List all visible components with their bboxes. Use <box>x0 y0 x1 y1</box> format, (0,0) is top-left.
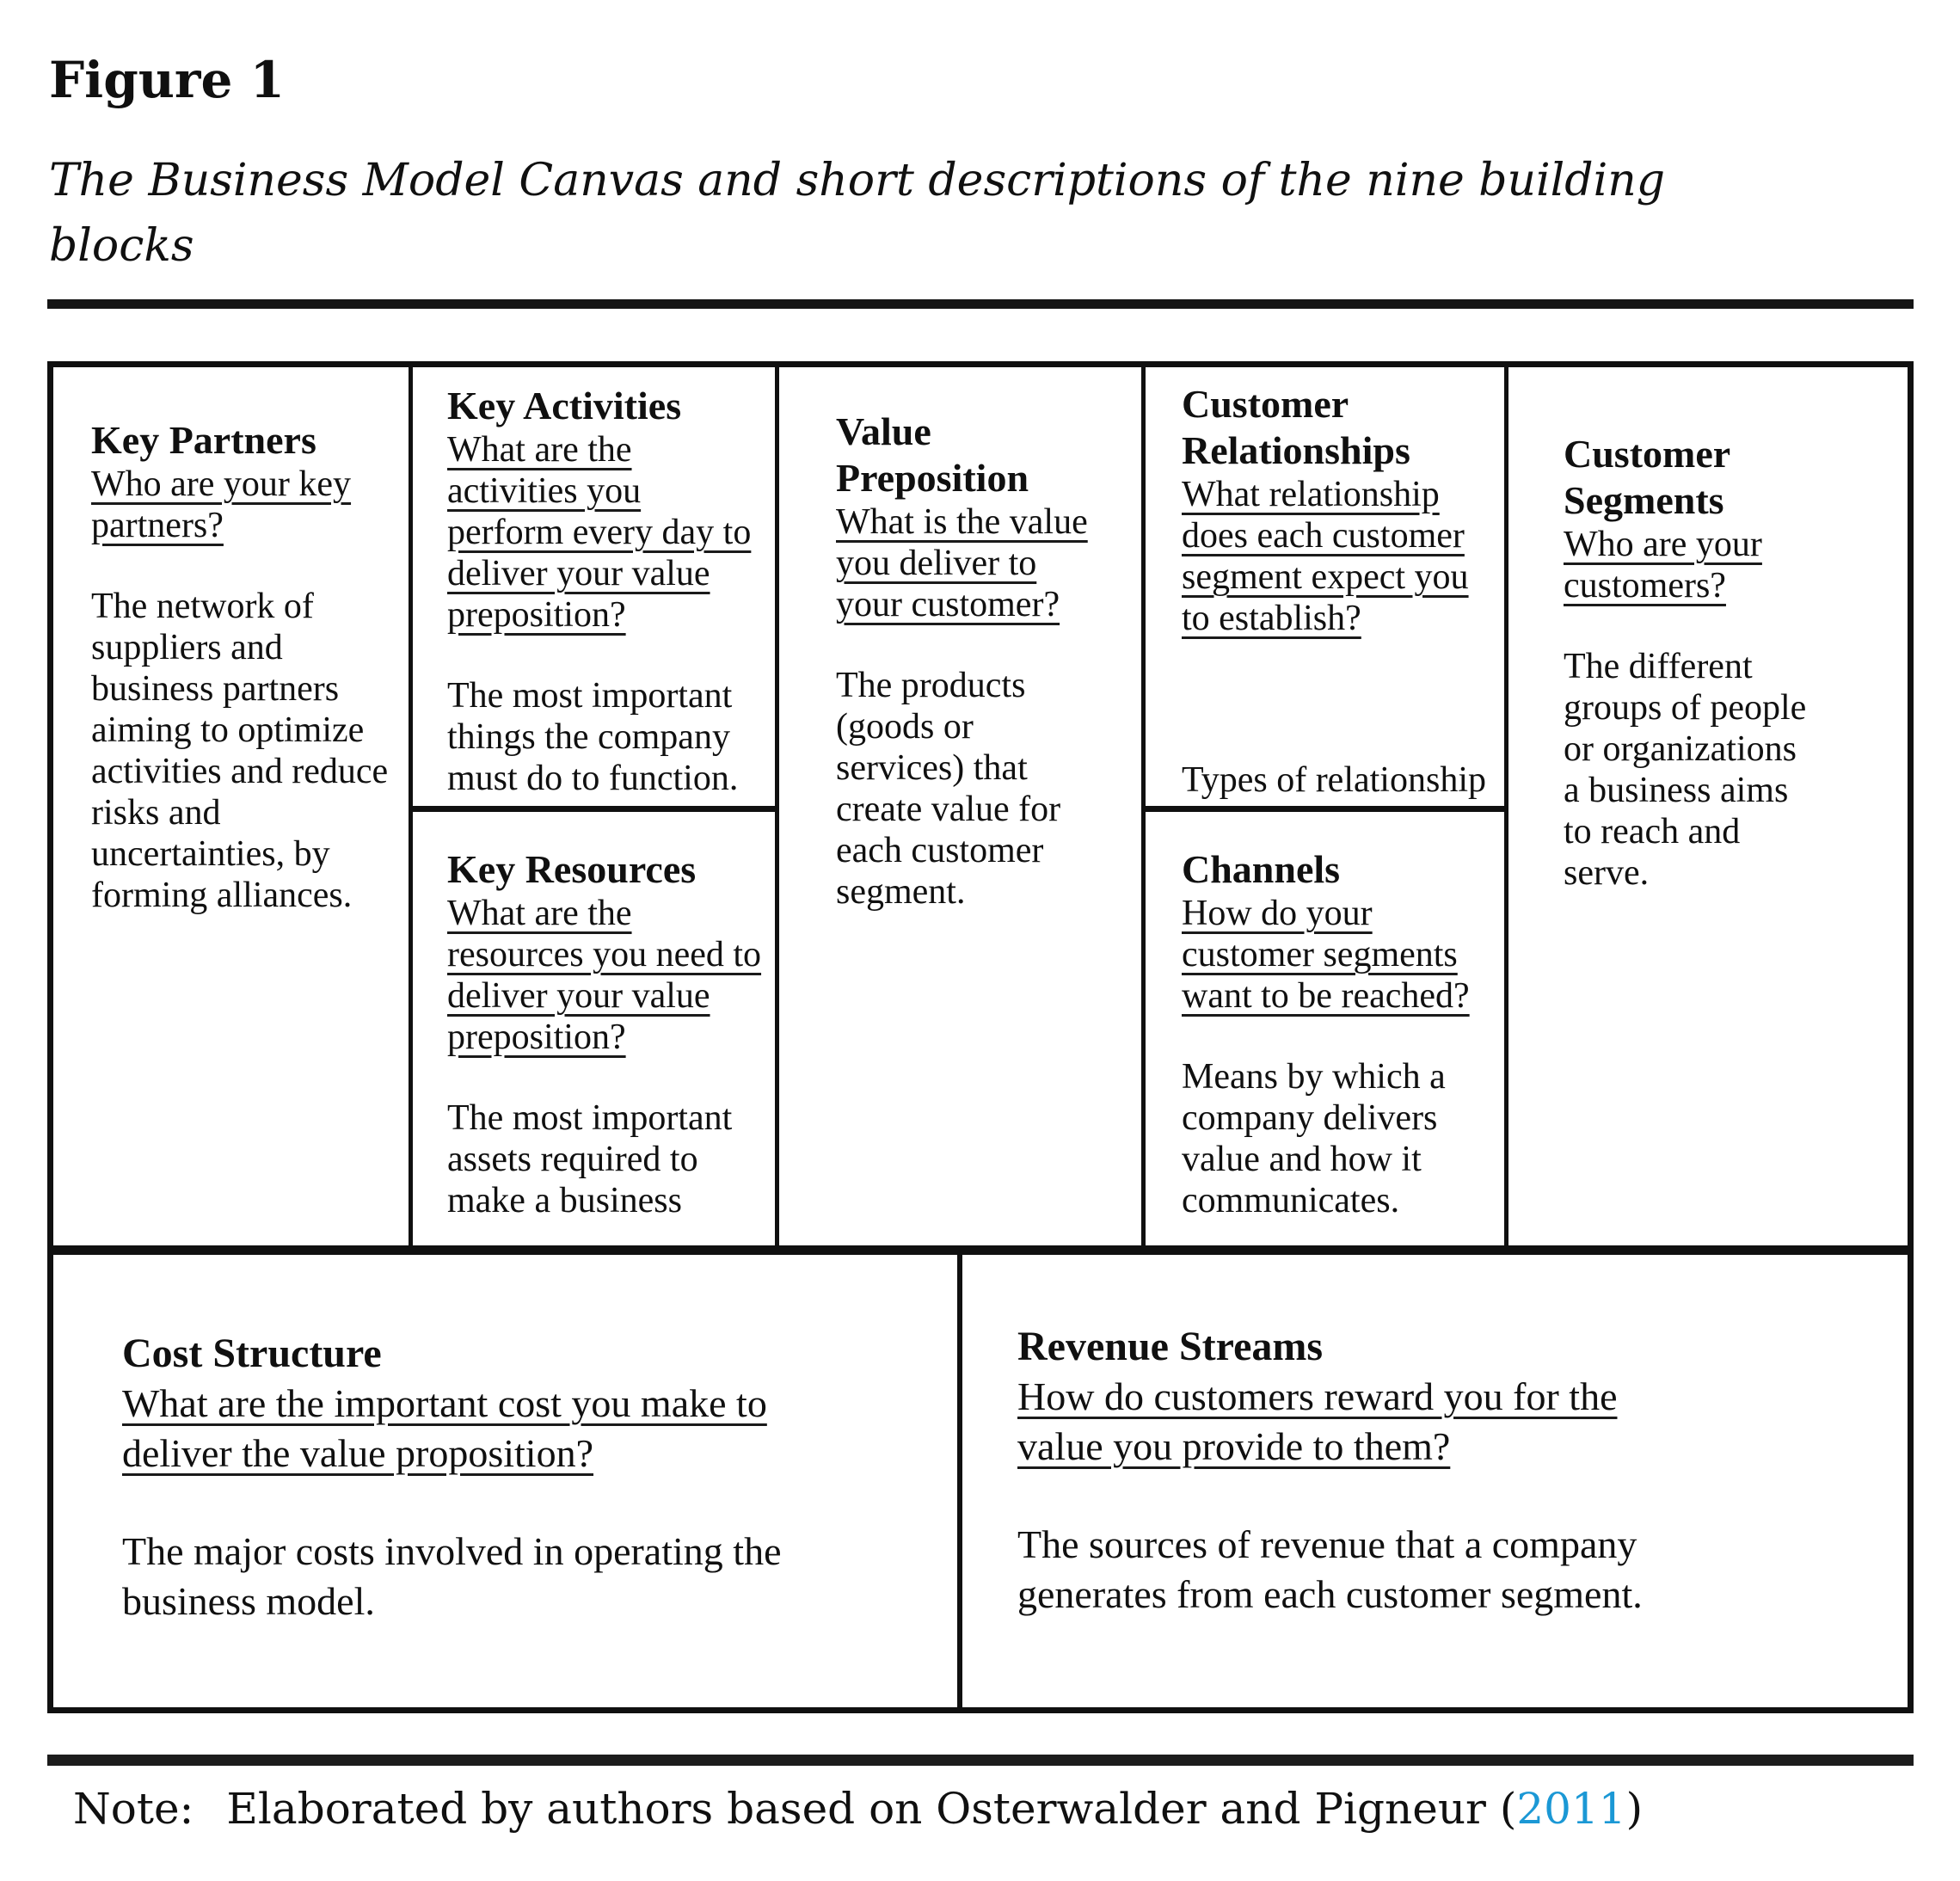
revenue-streams-title: Revenue Streams <box>1017 1324 1324 1369</box>
cost-structure-question: What are the important cost you make to … <box>122 1381 767 1475</box>
cell-revenue-streams: Revenue Streams How do customers reward … <box>968 1255 1908 1707</box>
cost-structure-description: The major costs involved in operating th… <box>122 1529 782 1623</box>
revenue-streams-description: The sources of revenue that a company ge… <box>1017 1522 1643 1616</box>
cell-key-partners: Key Partners Who are your key partners? … <box>53 367 413 1245</box>
citation-year-link[interactable]: 2011 <box>1516 1784 1626 1834</box>
customer-relationships-footer: Types of relationship <box>1182 760 1486 800</box>
key-activities-question: What are the activities you perform ever… <box>447 430 752 635</box>
key-resources-title: Key Resources <box>447 847 697 891</box>
customer-segments-title: Customer Segments <box>1564 432 1731 522</box>
key-activities-description: The most important things the company mu… <box>447 676 739 798</box>
caption-divider-rule <box>47 299 1914 309</box>
key-partners-description: The network of suppliers and business pa… <box>91 587 389 915</box>
note-text: Elaborated by authors based on Osterwald… <box>226 1784 1517 1834</box>
figure-caption: The Business Model Canvas and short desc… <box>49 155 1665 272</box>
customer-relationships-question: What relationship does each customer seg… <box>1182 475 1469 638</box>
key-activities-title: Key Activities <box>447 384 682 427</box>
value-preposition-question: What is the value you deliver to your cu… <box>836 502 1088 624</box>
canvas-section-divider <box>53 1245 1908 1255</box>
customer-relationships-title: Customer Relationships <box>1182 382 1410 472</box>
channels-question: How do your customer segments want to be… <box>1182 894 1470 1016</box>
figure-label: Figure 1 <box>49 51 285 109</box>
business-model-canvas-table: Key Partners Who are your key partners? … <box>47 361 1914 1713</box>
key-partners-title: Key Partners <box>91 418 316 462</box>
customer-segments-description: The different groups of people or organi… <box>1564 647 1807 893</box>
cost-structure-title: Cost Structure <box>122 1331 382 1376</box>
figure-note: Note: Elaborated by authors based on Oste… <box>73 1782 1643 1835</box>
revenue-streams-question: How do customers reward you for the valu… <box>1017 1374 1618 1468</box>
cell-customer-segments: Customer Segments Who are your customers… <box>1508 367 1908 1245</box>
note-label: Note: <box>73 1784 194 1834</box>
cell-key-resources: Key Resources What are the resources you… <box>413 812 779 1245</box>
cell-key-activities: Key Activities What are the activities y… <box>413 367 779 812</box>
value-preposition-title: Value Preposition <box>836 409 1029 500</box>
key-resources-question: What are the resources you need to deliv… <box>447 894 762 1057</box>
key-partners-question: Who are your key partners? <box>91 464 352 545</box>
key-resources-description: The most important assets required to ma… <box>447 1098 733 1220</box>
note-divider-rule <box>47 1755 1914 1766</box>
cell-value-preposition: Value Preposition What is the value you … <box>779 367 1146 1245</box>
cell-cost-structure: Cost Structure What are the important co… <box>53 1255 962 1707</box>
channels-title: Channels <box>1182 847 1341 891</box>
cell-channels: Channels How do your customer segments w… <box>1146 812 1508 1245</box>
customer-segments-question: Who are your customers? <box>1564 525 1762 605</box>
cell-customer-relationships: Customer Relationships What relationship… <box>1146 367 1508 812</box>
channels-description: Means by which a company delivers value … <box>1182 1057 1446 1220</box>
value-preposition-description: The products (goods or services) that cr… <box>836 666 1061 912</box>
note-close-paren: ) <box>1625 1784 1644 1834</box>
